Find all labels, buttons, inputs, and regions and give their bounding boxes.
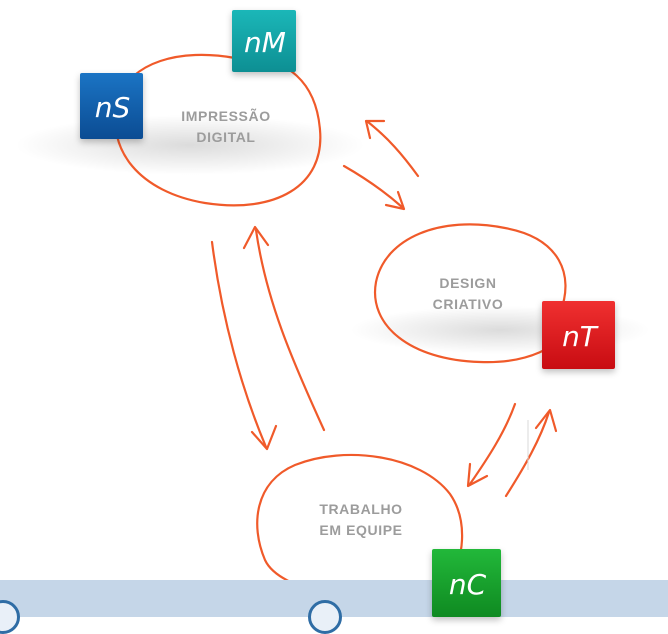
nc-logo-tile: nC: [432, 549, 501, 617]
label-impressao-digital: IMPRESSÃO DIGITAL: [168, 106, 284, 148]
label-impressao-line1: IMPRESSÃO: [181, 108, 271, 124]
arrowhead-impressao-to-design: [384, 190, 406, 211]
arrow-trabalho-to-impressao: [254, 228, 326, 432]
nm-logo-tile: nM: [232, 10, 296, 72]
ns-logo-text: nS: [94, 91, 131, 124]
label-trabalho-line2: EM EQUIPE: [319, 522, 403, 538]
arrow-impressao-to-design: [342, 164, 404, 209]
arrowhead-trabalho-to-design: [534, 408, 558, 433]
loop-impressao-digital: [114, 53, 322, 207]
arrowhead-impressao-to-trabalho: [250, 424, 278, 451]
arrow-design-to-trabalho: [468, 402, 517, 486]
arrowhead-design-to-impressao: [364, 119, 386, 140]
nt-logo-tile: nT: [542, 301, 615, 369]
arrow-trabalho-to-design: [504, 410, 551, 498]
loop-design-criativo: [373, 223, 568, 364]
label-trabalho-line1: TRABALHO: [319, 501, 403, 517]
arrowhead-trabalho-to-impressao: [242, 225, 270, 250]
nm-logo-text: nM: [244, 26, 286, 59]
label-impressao-line2: DIGITAL: [196, 129, 256, 145]
nc-logo-text: nC: [448, 568, 487, 601]
nt-logo-text: nT: [562, 320, 597, 353]
arrowhead-design-to-trabalho: [466, 462, 489, 488]
label-design-line1: DESIGN: [439, 275, 497, 291]
label-design-line2: CRIATIVO: [432, 296, 504, 312]
arrow-impressao-to-trabalho: [210, 240, 268, 449]
label-trabalho-em-equipe: TRABALHO EM EQUIPE: [306, 499, 416, 541]
arrow-design-to-impressao: [366, 120, 420, 178]
footer-circle-icon-right: [308, 600, 342, 634]
ns-logo-tile: nS: [80, 73, 143, 139]
label-design-criativo: DESIGN CRIATIVO: [418, 273, 518, 315]
